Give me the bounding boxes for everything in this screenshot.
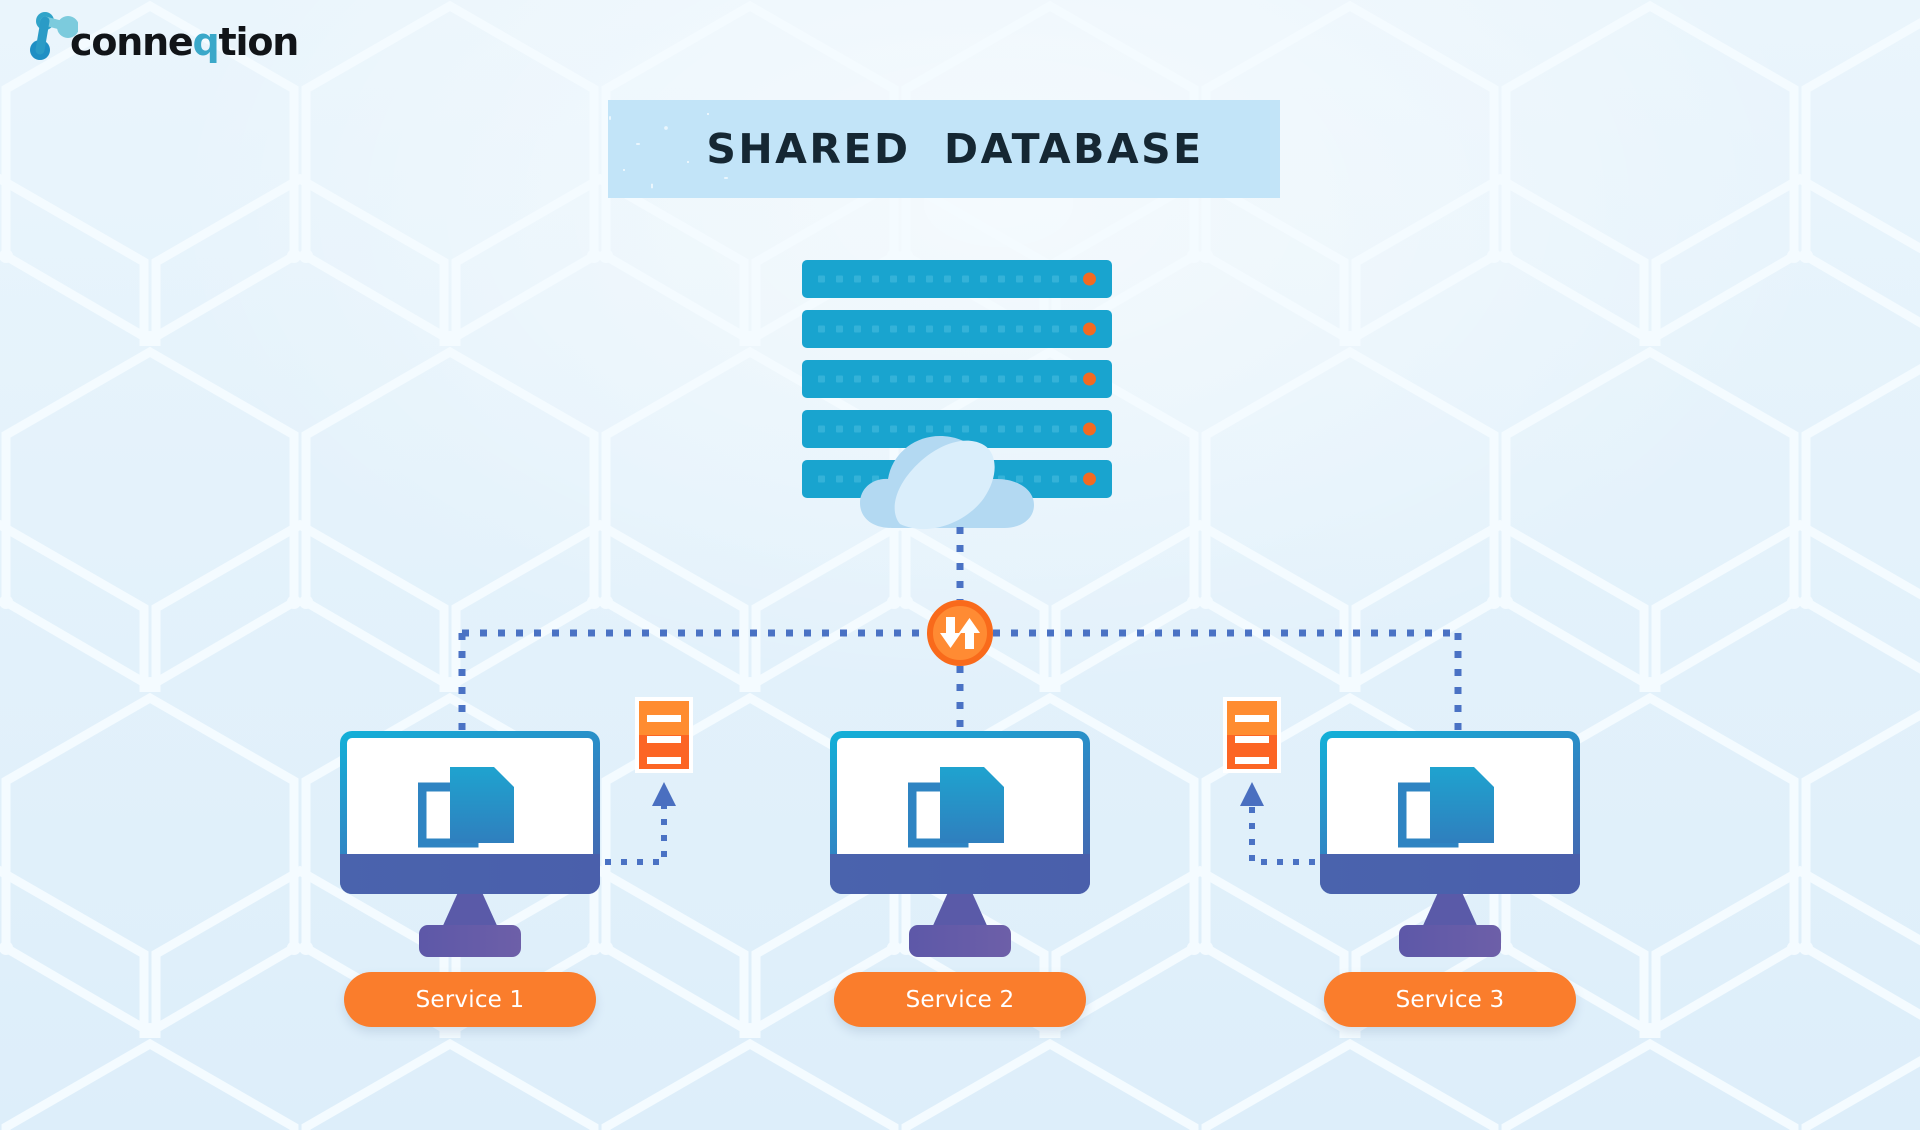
brand-name-prefix: conne (70, 20, 194, 64)
desktop-monitor-icon[interactable] (830, 731, 1090, 957)
shared-database-server-stack[interactable] (802, 260, 1112, 502)
documents-icon (1398, 766, 1494, 847)
server-rack (802, 360, 1112, 402)
desktop-monitor-icon[interactable] (340, 731, 600, 957)
rack-status-led-icon (1083, 322, 1096, 336)
documents-icon (418, 766, 514, 847)
cloud-icon (858, 420, 1054, 532)
exchange-arrows-icon (940, 617, 980, 649)
arrowhead-note-3 (1240, 782, 1264, 806)
monitor-stand-foot (909, 925, 1011, 957)
data-note-icon (635, 697, 693, 773)
rack-status-led-icon (1083, 422, 1096, 436)
banner-brush-speckles (598, 100, 758, 198)
monitor-stand-foot (419, 925, 521, 957)
rack-indicator-dots (818, 375, 1095, 383)
page-title: SHARED DATABASE (706, 125, 1204, 173)
server-rack (802, 310, 1112, 352)
title-banner: SHARED DATABASE (598, 100, 1280, 198)
monitor-bottom-bar (830, 854, 1090, 894)
arrowhead-note-1 (652, 782, 676, 806)
monitor-bottom-bar (340, 854, 600, 894)
monitor-bottom-bar (1320, 854, 1580, 894)
rack-status-led-icon (1083, 472, 1096, 486)
desktop-monitor-icon[interactable] (1320, 731, 1580, 957)
monitor-stand-foot (1399, 925, 1501, 957)
connector-service-1-to-note (605, 805, 667, 865)
rack-status-led-icon (1083, 272, 1096, 286)
brand-logo[interactable]: conneqtion (26, 8, 308, 66)
service-button-label: Service 2 (905, 986, 1015, 1013)
service-button-label: Service 1 (415, 986, 525, 1013)
monitor-frame (1320, 731, 1580, 894)
service-button-2[interactable]: Service 2 (834, 972, 1086, 1027)
rack-indicator-dots (818, 325, 1095, 333)
documents-icon (908, 766, 1004, 847)
monitor-frame (340, 731, 600, 894)
brand-name-suffix: tion (218, 20, 300, 64)
service-button-1[interactable]: Service 1 (344, 972, 596, 1027)
molecule-node-icon (26, 8, 78, 66)
server-rack (802, 260, 1112, 302)
service-button-3[interactable]: Service 3 (1324, 972, 1576, 1027)
service-button-label: Service 3 (1395, 986, 1505, 1013)
monitor-frame (830, 731, 1090, 894)
brand-name-accent: q (192, 20, 220, 64)
note-body (1227, 701, 1277, 769)
connector-service-3-to-note (1249, 805, 1315, 865)
data-exchange-hub[interactable] (927, 600, 993, 666)
rack-indicator-dots (818, 275, 1095, 283)
data-note-icon (1223, 697, 1281, 773)
note-body (639, 701, 689, 769)
rack-status-led-icon (1083, 372, 1096, 386)
brand-name: conneqtion (70, 20, 300, 64)
